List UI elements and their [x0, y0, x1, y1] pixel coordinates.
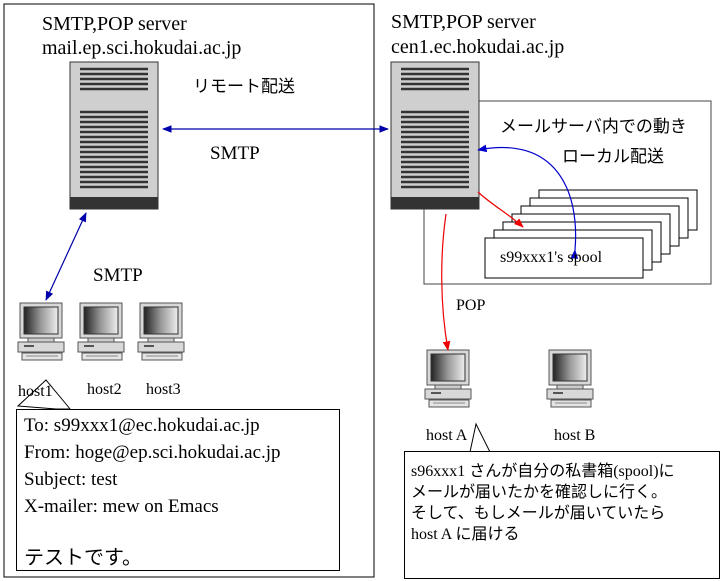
host-b-label: host B — [554, 427, 596, 444]
pop-explanation-note: s96xxx1 さんが自分の私書箱(spool)に メールが届いたかを確認しに行… — [404, 451, 720, 579]
note-line-4: host A に届ける — [411, 526, 520, 543]
right-server-title: SMTP,POP server — [391, 11, 536, 33]
host2-computer-icon — [77, 302, 125, 361]
host1-label: host1 — [18, 383, 53, 400]
note-line-3: そして、もしメールが届いていたら — [411, 505, 666, 522]
host-b-computer-icon — [546, 349, 594, 408]
note-line-2: メールが届いたかを確認しに行く。 — [411, 484, 668, 501]
host3-label: host3 — [146, 381, 181, 398]
left-server-icon — [68, 60, 160, 211]
spool-access-arrow — [477, 191, 524, 228]
mail-from: From: hoge@ep.sci.hokudai.ac.jp — [24, 442, 281, 463]
spool-label: s99xxx1's spool — [500, 249, 603, 266]
note-callout-pointer — [469, 422, 491, 453]
mail-message-box: To: s99xxx1@ec.hokudai.ac.jp From: hoge@… — [16, 409, 340, 571]
mail-subject: Subject: test — [24, 469, 118, 490]
local-delivery-arrow — [477, 144, 579, 259]
left-network-frame — [3, 3, 375, 578]
right-server-hostname: cen1.ec.hokudai.ac.jp — [391, 36, 565, 58]
smtp-host-label: SMTP — [93, 265, 143, 286]
smtp-servers-label: SMTP — [210, 143, 260, 164]
host3-computer-icon — [137, 302, 185, 361]
host1-computer-icon — [17, 302, 65, 361]
left-server-title: SMTP,POP server — [42, 13, 187, 35]
host-a-computer-icon — [424, 349, 472, 408]
host2-label: host2 — [87, 381, 122, 398]
mail-to: To: s99xxx1@ec.hokudai.ac.jp — [24, 415, 260, 436]
right-server-icon — [389, 60, 481, 211]
local-delivery-label: ローカル配送 — [562, 147, 664, 166]
pop-label: POP — [456, 297, 486, 314]
mail-mailer: X-mailer: mew on Emacs — [24, 496, 219, 517]
internal-movement-label: メールサーバ内での動き — [500, 117, 687, 136]
remote-delivery-label: リモート配送 — [193, 77, 295, 96]
host-a-label: host A — [426, 427, 468, 444]
smtp-host-arrow — [45, 212, 87, 301]
mail-body: テストです。 — [24, 547, 142, 569]
pop-arrow — [441, 213, 451, 351]
note-line-1: s96xxx1 さんが自分の私書箱(spool)に — [411, 463, 675, 480]
left-server-hostname: mail.ep.sci.hokudai.ac.jp — [42, 37, 242, 59]
